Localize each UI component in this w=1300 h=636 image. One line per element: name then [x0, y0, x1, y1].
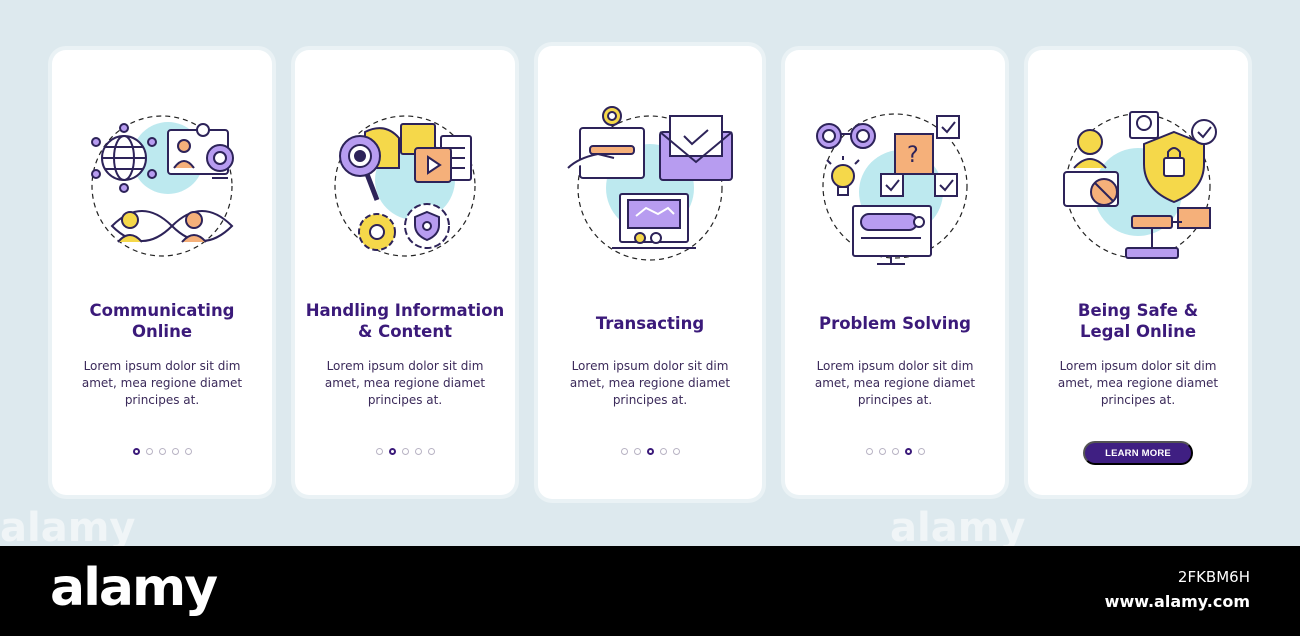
gears-shield-icon — [358, 203, 450, 251]
site-url: www.alamy.com — [1104, 592, 1250, 611]
card-description: Lorem ipsum dolor sit dim amet, mea regi… — [814, 359, 976, 407]
network-globe-icon — [91, 123, 157, 193]
card-title: Communicating Online — [89, 301, 235, 341]
svg-text:?: ? — [907, 143, 919, 168]
page-dot-4[interactable] — [171, 448, 179, 455]
card-description: Lorem ipsum dolor sit dim amet, mea regi… — [324, 359, 486, 407]
page-dot-3[interactable] — [158, 448, 166, 455]
onboarding-card-being-safe: Being Safe & Legal Online Lorem ipsum do… — [1028, 50, 1248, 495]
onboarding-card-communicating: Communicating Online Lorem ipsum dolor s… — [52, 50, 272, 495]
page-dot-2[interactable] — [878, 448, 886, 455]
page-dot-1[interactable] — [132, 448, 140, 455]
stock-footer: alamy 2FKBM6H www.alamy.com — [0, 546, 1300, 636]
skull-icon — [1129, 111, 1159, 139]
video-call-icon — [167, 123, 234, 179]
transacting-illustration — [567, 106, 733, 261]
card-title: Being Safe & Legal Online — [1077, 301, 1199, 341]
search-monitor-icon — [852, 205, 932, 265]
card-title: Transacting — [595, 314, 705, 333]
binoculars-icon — [816, 123, 876, 149]
watermark-text: alamy — [0, 505, 136, 551]
card-title: Problem Solving — [818, 314, 971, 333]
page-dot-5[interactable] — [427, 448, 435, 455]
problem-solving-illustration: ? — [816, 113, 968, 265]
page-dot-3[interactable] — [891, 448, 899, 455]
card-description: Lorem ipsum dolor sit dim amet, mea regi… — [1057, 359, 1219, 407]
hacker-icon — [1063, 129, 1119, 207]
watermark-text: alamy — [890, 505, 1026, 551]
onboarding-card-problem-solving: ? Problem Solving Lorem ipsum dolor sit … — [785, 50, 1005, 495]
page-dot-2[interactable] — [145, 448, 153, 455]
learn-more-button[interactable]: LEARN MORE — [1083, 441, 1193, 465]
image-id: 2FKBM6H — [1177, 568, 1250, 586]
envelope-icon — [659, 115, 733, 181]
page-dot-5[interactable] — [672, 448, 680, 455]
page-dot-4[interactable] — [659, 448, 667, 455]
page-indicator — [785, 448, 1005, 455]
page-dot-1[interactable] — [620, 448, 628, 455]
page-indicator — [538, 448, 762, 455]
page-dot-3[interactable] — [401, 448, 409, 455]
page-dot-4[interactable] — [414, 448, 422, 455]
onboarding-card-transacting: Transacting Lorem ipsum dolor sit dim am… — [538, 46, 762, 499]
lightbulb-icon — [826, 156, 860, 196]
checklist-icon: ? — [880, 115, 960, 197]
page-dot-3[interactable] — [646, 448, 654, 455]
handling-information-illustration — [334, 115, 476, 257]
onboarding-card-handling-information: Handling Information & Content Lorem ips… — [295, 50, 515, 495]
shield-lock-icon — [1143, 119, 1217, 204]
onboarding-screens: Communicating Online Lorem ipsum dolor s… — [0, 46, 1248, 551]
being-safe-illustration — [1063, 111, 1217, 259]
page-dot-1[interactable] — [375, 448, 383, 455]
card-description: Lorem ipsum dolor sit dim amet, mea regi… — [569, 359, 731, 407]
magnifier-icon — [339, 127, 400, 201]
id-card-icon — [567, 106, 645, 179]
alamy-logo: alamy — [50, 558, 218, 618]
page-indicator — [52, 448, 272, 455]
card-title: Handling Information & Content — [305, 301, 505, 341]
media-files-icon — [400, 123, 472, 183]
card-description: Lorem ipsum dolor sit dim amet, mea regi… — [81, 359, 243, 407]
communicating-illustration — [91, 115, 234, 257]
page-dot-2[interactable] — [388, 448, 396, 455]
handshake-laptop-icon — [612, 193, 696, 249]
page-dot-1[interactable] — [865, 448, 873, 455]
page-dot-5[interactable] — [184, 448, 192, 455]
page-dot-2[interactable] — [633, 448, 641, 455]
page-dot-4[interactable] — [904, 448, 912, 455]
gavel-icon — [1125, 207, 1211, 259]
people-exchange-icon — [110, 210, 234, 243]
page-indicator — [295, 448, 515, 455]
page-dot-5[interactable] — [917, 448, 925, 455]
